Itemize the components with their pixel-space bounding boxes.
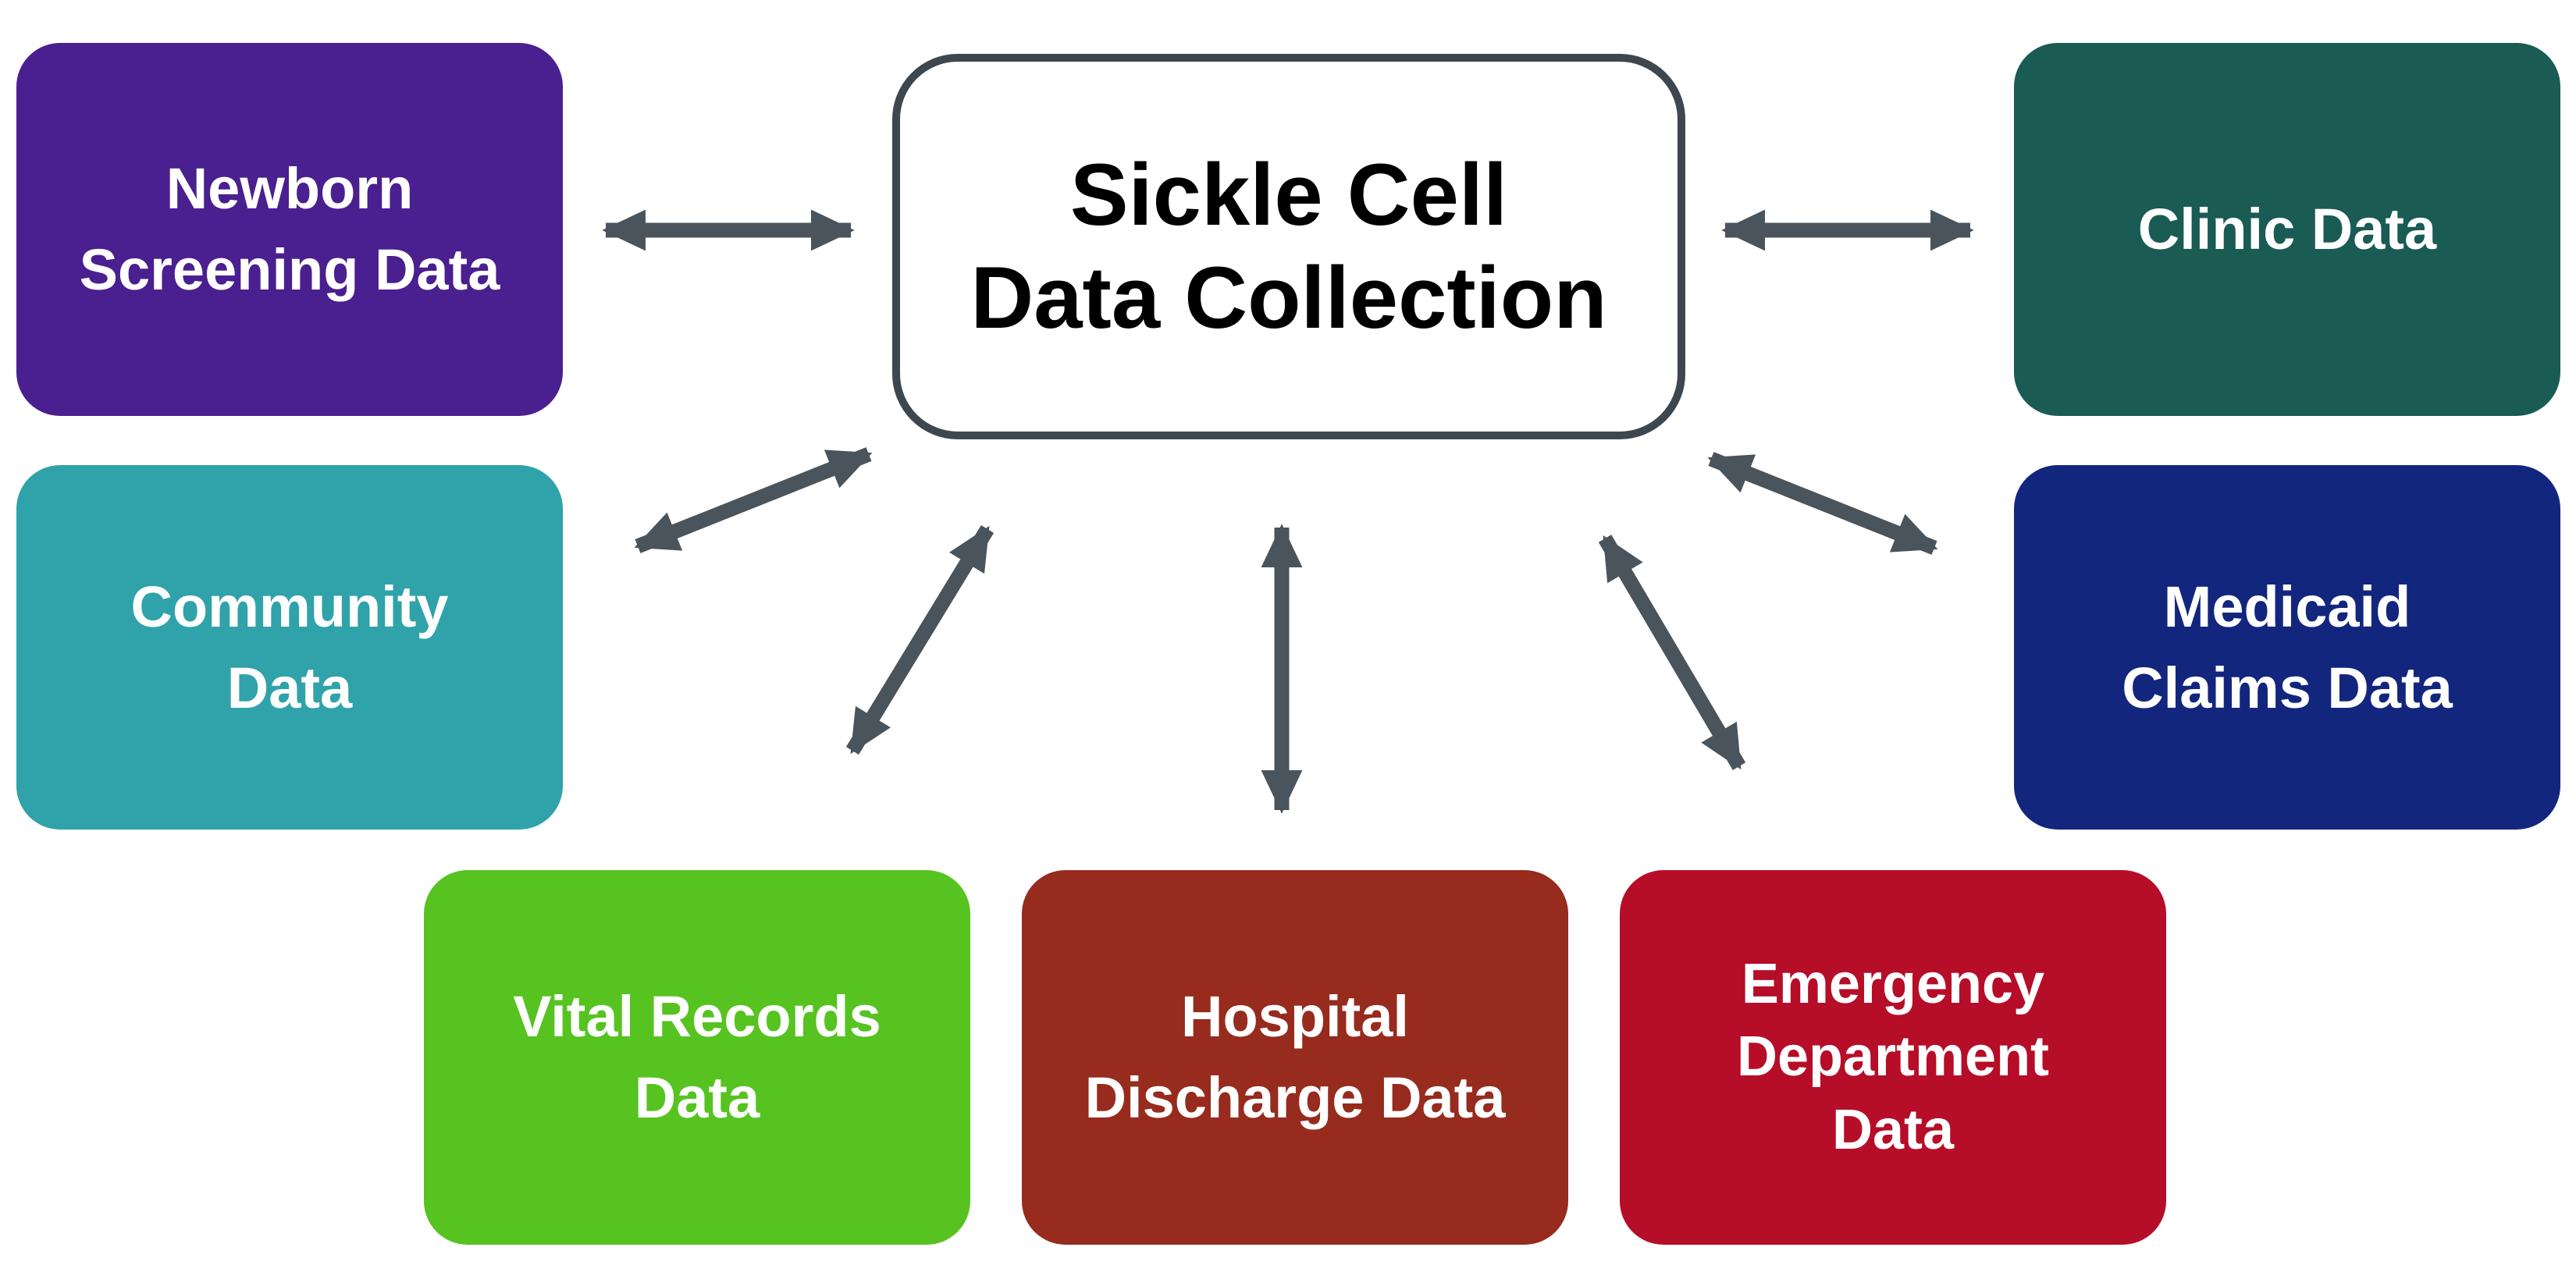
arrow-emergency-center: [1598, 535, 1746, 770]
node-label: Newborn Screening Data: [79, 156, 500, 302]
node-label: Hospital Discharge Data: [1084, 984, 1506, 1130]
arrow-vital-center: [845, 525, 994, 755]
node-label: Community Data: [130, 574, 449, 720]
node-label: Vital Records Data: [513, 984, 881, 1130]
node-emergency-department-data: Emergency Department Data: [1620, 870, 2166, 1245]
center-node-sickle-cell-data-collection: Sickle Cell Data Collection: [892, 54, 1685, 439]
diagram-title: Sickle Cell Data Collection: [970, 145, 1607, 346]
arrow-medicaid-center: [1707, 452, 1938, 555]
node-medicaid-claims-data: Medicaid Claims Data: [2014, 465, 2560, 830]
node-label: Medicaid Claims Data: [2122, 574, 2453, 720]
node-hospital-discharge-data: Hospital Discharge Data: [1022, 870, 1568, 1245]
arrow-community-center: [634, 447, 873, 553]
node-label: Clinic Data: [2137, 197, 2437, 262]
node-community-data: Community Data: [16, 465, 563, 830]
node-label: Emergency Department Data: [1736, 952, 2050, 1161]
node-vital-records-data: Vital Records Data: [424, 870, 970, 1245]
node-clinic-data: Clinic Data: [2014, 43, 2560, 416]
node-newborn-screening-data: Newborn Screening Data: [16, 43, 563, 416]
